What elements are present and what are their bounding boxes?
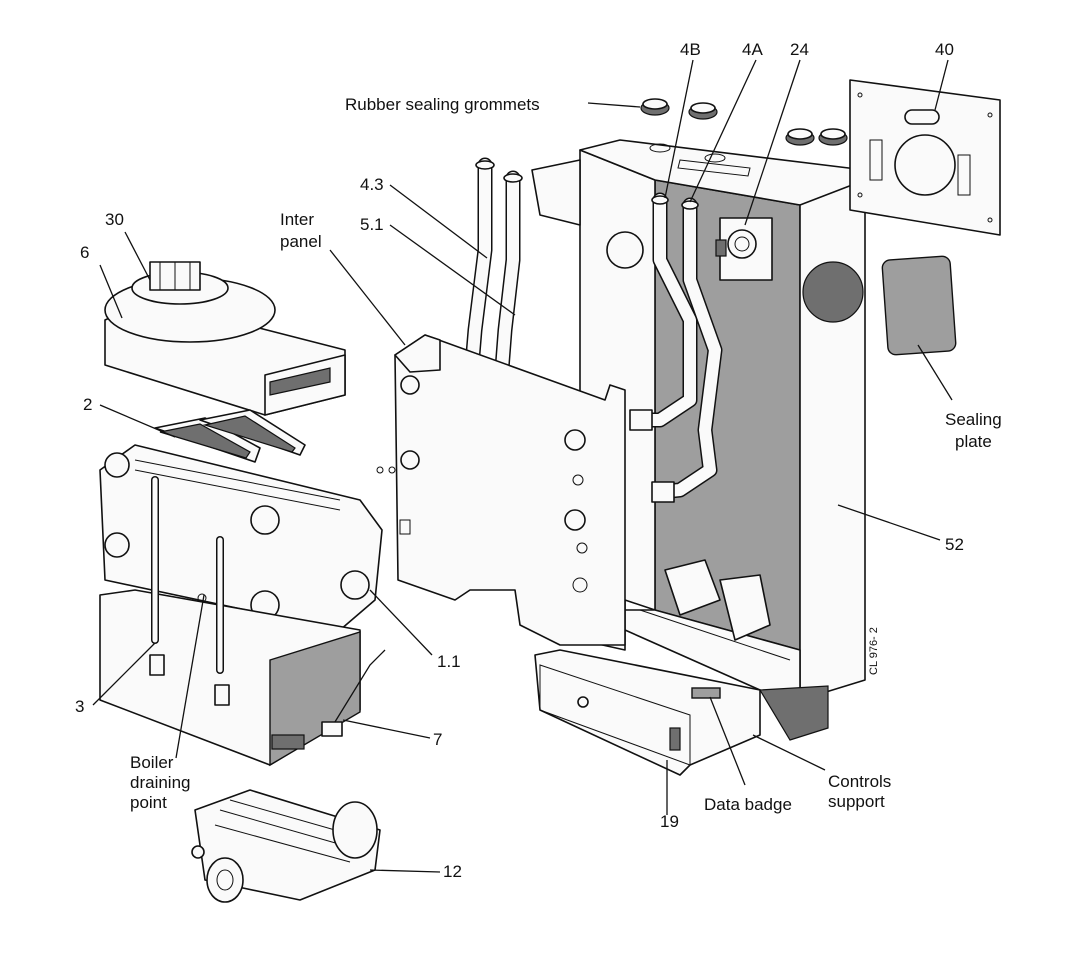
label-52: 52 bbox=[945, 535, 964, 554]
burner bbox=[191, 789, 381, 903]
label-5-1: 5.1 bbox=[360, 215, 384, 234]
fan-assembly bbox=[104, 261, 346, 416]
label-data-badge: Data badge bbox=[704, 795, 792, 814]
callout-labels: Rubber sealing grommets 4B 4A 24 40 4.3 … bbox=[75, 40, 1002, 881]
combustion-lid bbox=[154, 409, 306, 463]
label-6: 6 bbox=[80, 243, 89, 262]
label-drawing-reference: CL 976- 2 bbox=[868, 627, 880, 675]
label-boiler-draining-3: point bbox=[130, 793, 167, 812]
label-24: 24 bbox=[790, 40, 809, 59]
label-4-3: 4.3 bbox=[360, 175, 384, 194]
label-controls-support-2: support bbox=[828, 792, 885, 811]
label-4b: 4B bbox=[680, 40, 701, 59]
leader-lines bbox=[92, 59, 953, 873]
mounting-plate bbox=[849, 79, 1001, 236]
heat-exchanger bbox=[99, 444, 383, 631]
label-7: 7 bbox=[433, 730, 442, 749]
label-inter-panel-1: Inter bbox=[280, 210, 314, 229]
rubber-grommets bbox=[640, 98, 848, 146]
label-rubber-grommets: Rubber sealing grommets bbox=[345, 95, 540, 114]
flow-pipes bbox=[606, 192, 723, 503]
label-30: 30 bbox=[105, 210, 124, 229]
label-2: 2 bbox=[83, 395, 92, 414]
label-12: 12 bbox=[443, 862, 462, 881]
combustion-chamber bbox=[99, 476, 386, 767]
controls-support bbox=[534, 649, 761, 776]
label-controls-support-1: Controls bbox=[828, 772, 891, 791]
label-sealing-plate-2: plate bbox=[955, 432, 992, 451]
label-sealing-plate-1: Sealing bbox=[945, 410, 1002, 429]
label-boiler-draining-1: Boiler bbox=[130, 753, 174, 772]
sealing-plate bbox=[881, 255, 957, 356]
label-boiler-draining-2: draining bbox=[130, 773, 191, 792]
label-3: 3 bbox=[75, 697, 84, 716]
label-40: 40 bbox=[935, 40, 954, 59]
label-inter-panel-2: panel bbox=[280, 232, 322, 251]
label-1-1: 1.1 bbox=[437, 652, 461, 671]
inter-panel bbox=[376, 334, 626, 646]
label-19: 19 bbox=[660, 812, 679, 831]
pressure-switch bbox=[715, 217, 773, 281]
label-4a: 4A bbox=[742, 40, 763, 59]
